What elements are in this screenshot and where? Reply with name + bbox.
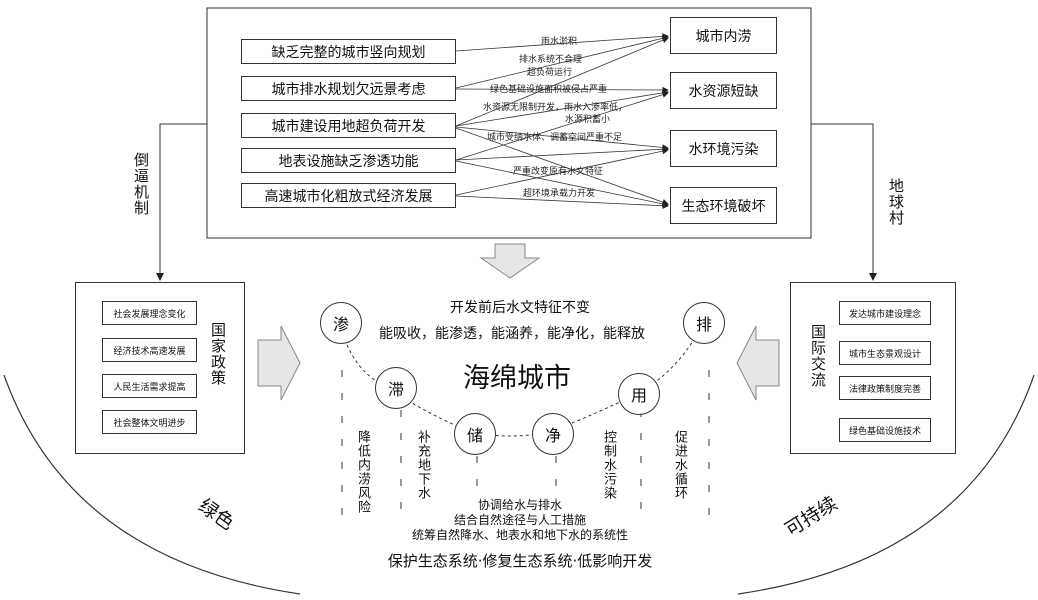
right-connector: [811, 123, 877, 281]
effect-box-2: 水资源短缺: [670, 72, 777, 109]
effect-box-3: 水环境污染: [670, 130, 777, 167]
relation-label: 水源积蓄小: [565, 115, 611, 125]
effect-label: 水资源短缺: [688, 83, 759, 100]
cause-box-4: 地表设施缺乏渗透功能: [241, 148, 456, 173]
relation-label: 超负荷运行: [527, 68, 573, 78]
right-link-label: 地球村: [887, 178, 905, 226]
node-drain: 排: [683, 302, 725, 344]
outer-arc: [3, 374, 1035, 595]
international-panel: [790, 282, 956, 454]
relation-label: 排水系统不合理: [519, 55, 583, 65]
bottom-line-1: 协调给水与排水: [477, 498, 562, 512]
international-item: 法律政策制度完善: [839, 376, 931, 400]
international-item: 绿色基础设施技术: [839, 418, 931, 442]
problem-frame: [206, 7, 812, 239]
left-connector: [156, 123, 207, 281]
bottom-line-3: 统筹自然降水、地表水和地下水的系统性: [411, 528, 628, 542]
footer-text: 保护生态系统·修复生态系统·低影响开发: [387, 552, 653, 570]
cause-box-3: 城市建设用地超负荷开发: [241, 113, 456, 138]
cause-box-5: 高速城市化粗放式经济发展: [241, 183, 456, 208]
effect-label: 水环境污染: [688, 141, 759, 158]
left-link-label: 倒逼机制: [132, 152, 150, 216]
down-arrow: [479, 243, 541, 279]
effect-label: 生态环境破坏: [681, 198, 766, 215]
cause-label: 缺乏完整的城市竖向规划: [271, 44, 426, 61]
cause-label: 地表设施缺乏渗透功能: [278, 153, 419, 170]
policy-item: 人民生活需求提高: [102, 374, 197, 398]
bottom-line-2: 结合自然途径与人工措施: [453, 513, 586, 527]
node-purify: 净: [532, 413, 574, 455]
node-store: 储: [454, 413, 496, 455]
node-arc: [339, 321, 704, 437]
cause-label: 高速城市化粗放式经济发展: [264, 188, 433, 205]
left-hollow-arrow: [257, 325, 301, 401]
col-text-1: 降低内涝风险: [355, 430, 370, 514]
cause-box-2: 城市排水规划欠远景考虑: [241, 76, 456, 101]
right-hollow-arrow: [736, 325, 780, 401]
international-item: 城市生态景观设计: [839, 341, 931, 365]
international-title: 国际交流: [809, 324, 827, 388]
policy-item: 社会整体文明进步: [102, 410, 197, 434]
sponge-city-title: 海绵城市: [463, 363, 571, 394]
node-detain: 滞: [375, 367, 417, 409]
relation-label: 城市受纳水体、调蓄空间严重不足: [487, 133, 623, 143]
abilities-text: 能吸收，能渗透，能涵养，能净化，能释放: [379, 326, 645, 342]
col-text-4: 促进水循环: [672, 430, 687, 500]
relation-label: 水资源无限制开发，雨水入渗率低，: [483, 103, 628, 113]
policy-item: 经济技术高速发展: [102, 338, 197, 362]
national-policy-title: 国家政策: [209, 322, 227, 386]
col-text-2: 补充地下水: [415, 430, 430, 500]
international-item: 发达城市建设理念: [839, 301, 931, 325]
node-infiltrate: 渗: [320, 302, 362, 344]
effect-label: 城市内涝: [695, 28, 752, 45]
national-policy-panel: [75, 282, 245, 454]
policy-item: 社会发展理念变化: [102, 301, 197, 325]
cause-box-1: 缺乏完整的城市竖向规划: [241, 39, 456, 64]
relation-label: 严重改变原有水文特征: [513, 167, 604, 177]
relation-label: 雨水淤积: [541, 37, 578, 47]
effect-box-1: 城市内涝: [670, 17, 777, 54]
effect-box-4: 生态环境破坏: [670, 187, 777, 224]
cause-label: 城市建设用地超负荷开发: [271, 118, 426, 135]
principle-text: 开发前后水文特征不变: [450, 300, 590, 316]
column-lines: [341, 370, 710, 520]
col-text-3: 控制水污染: [601, 430, 616, 500]
relation-label: 超环境承载力开发: [523, 189, 596, 199]
cause-effect-lines: [455, 33, 669, 209]
cause-label: 城市排水规划欠远景考虑: [271, 81, 426, 98]
relation-label: 绿色基础设施面积被侵占严重: [490, 85, 608, 95]
node-use: 用: [618, 373, 660, 415]
